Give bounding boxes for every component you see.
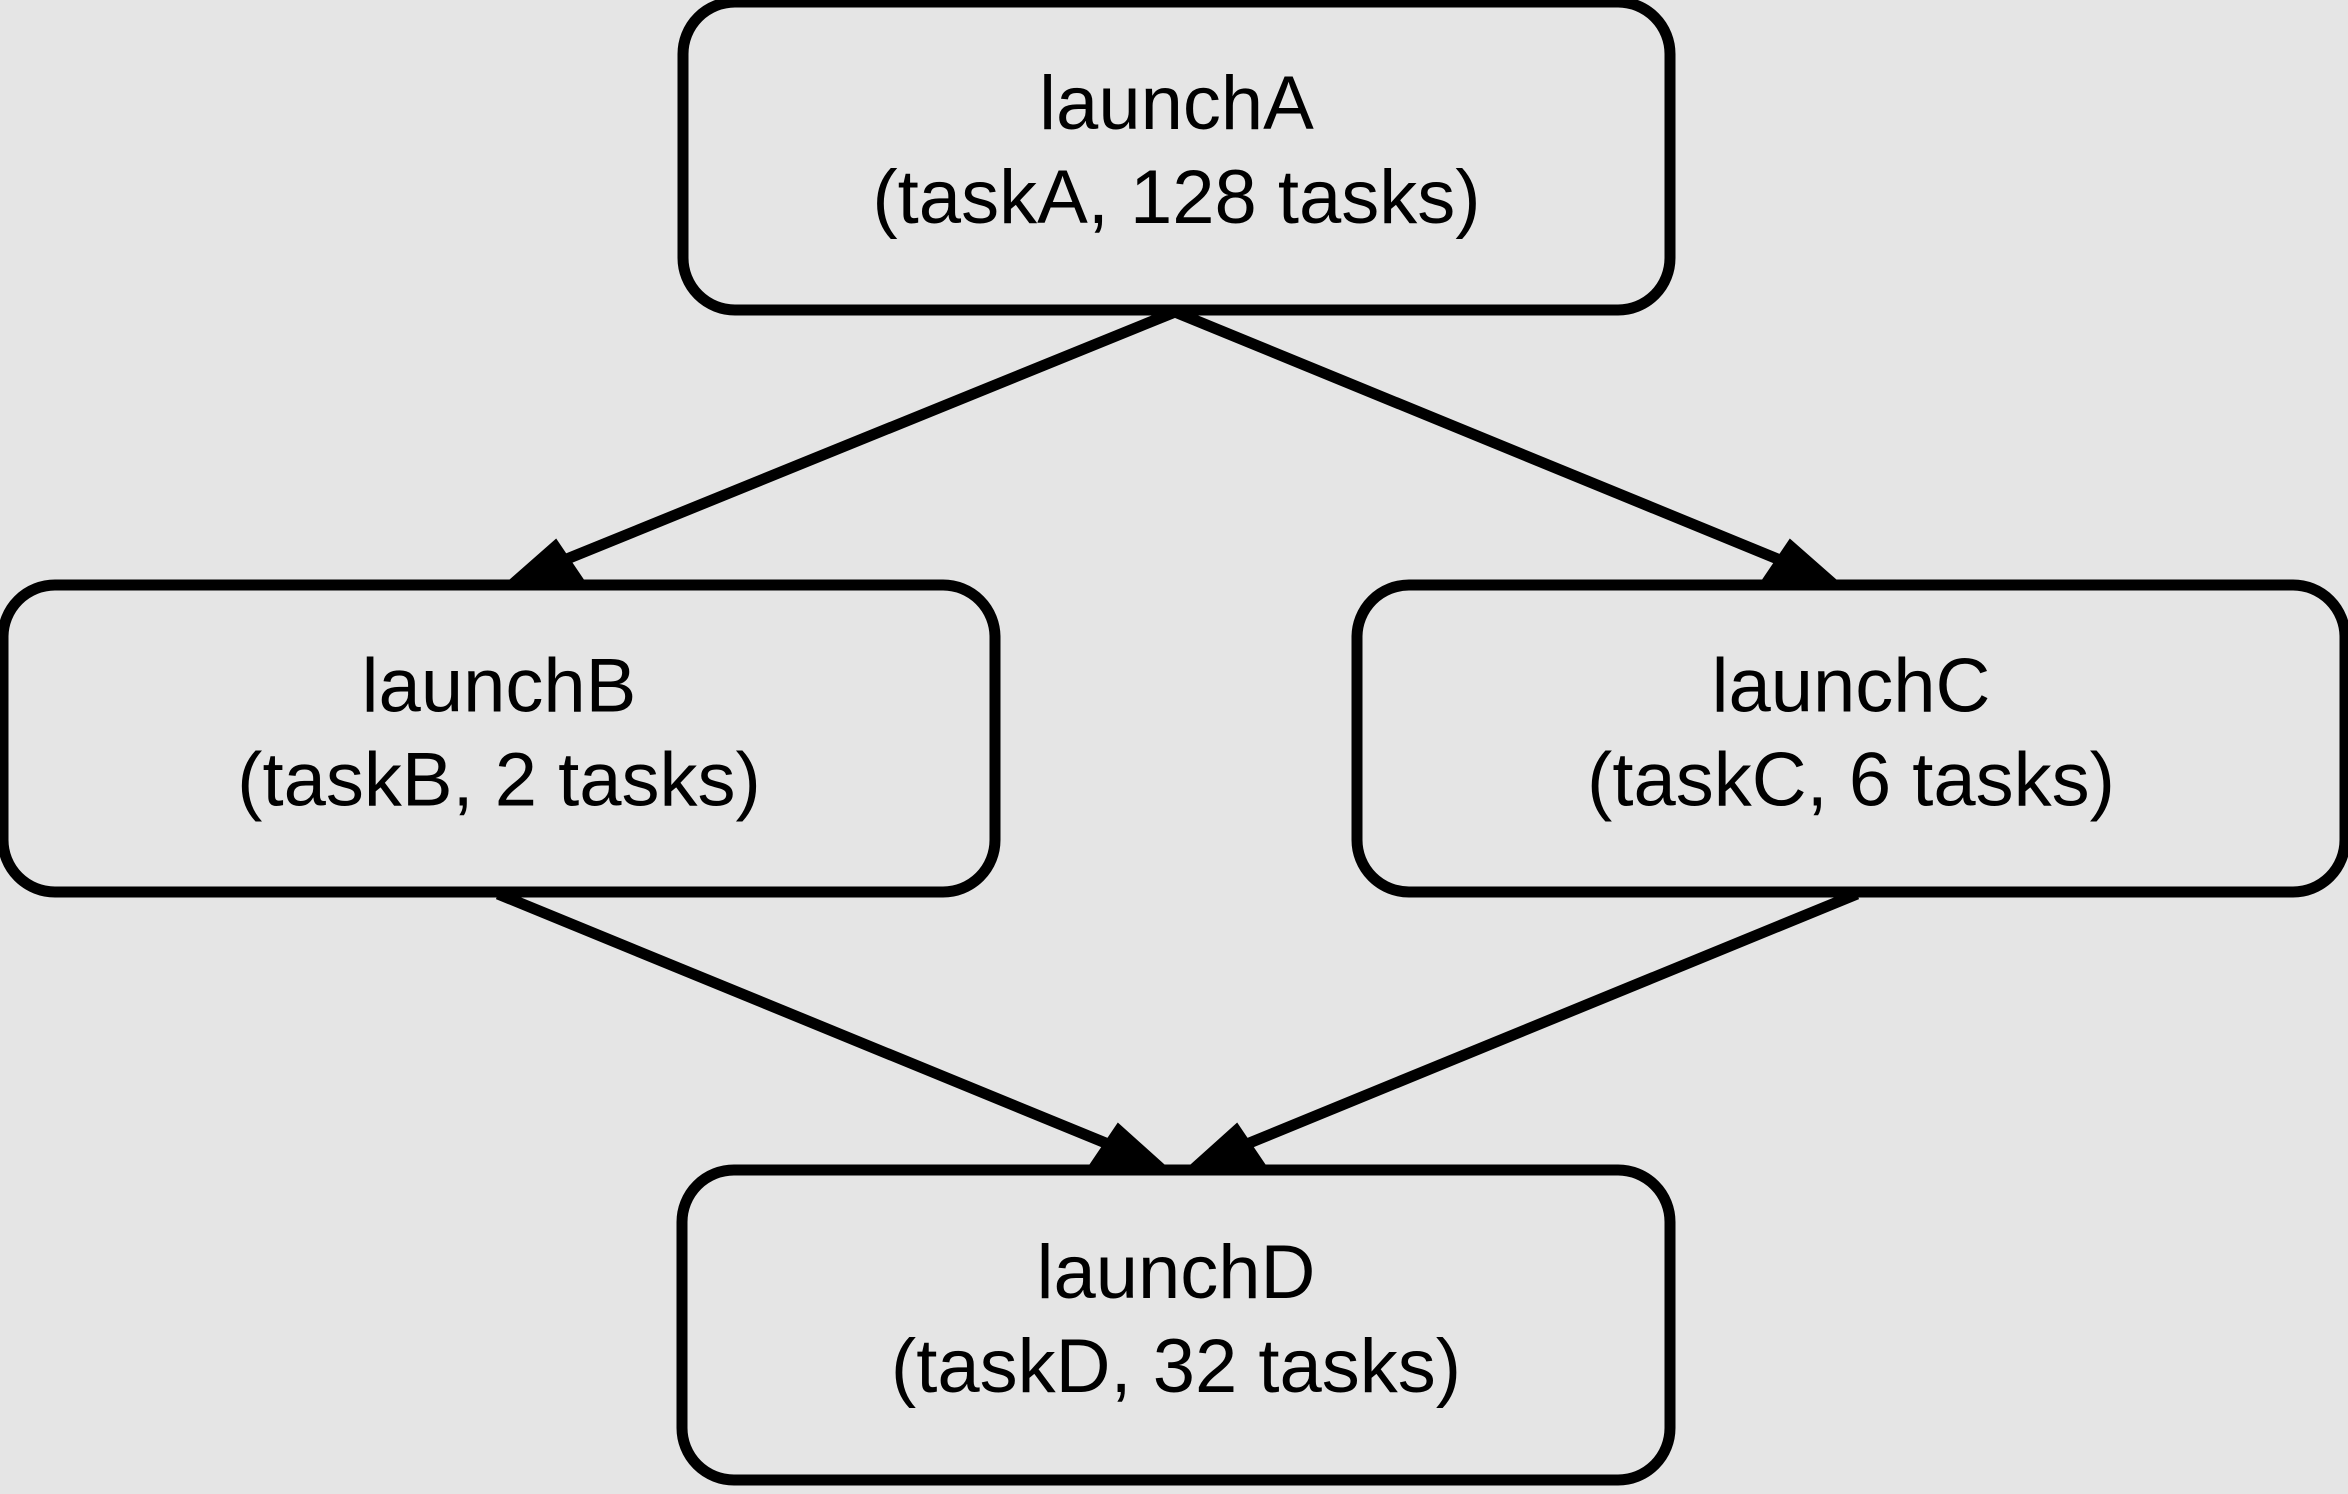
node-shape[interactable] — [1351, 579, 2348, 898]
node-detail: (taskC, 6 tasks) — [1587, 738, 2115, 823]
edge-line — [517, 306, 1178, 584]
edge-launchA-to-launchB — [503, 306, 1178, 586]
arrowhead-icon — [503, 538, 585, 586]
edge-line — [1172, 306, 1827, 584]
edge-launchC-to-launchD — [1184, 888, 1860, 1171]
node-detail: (taskD, 32 tasks) — [891, 1324, 1461, 1409]
node-shape[interactable] — [677, 0, 1676, 316]
node-shape[interactable] — [676, 1164, 1676, 1486]
node-launchD[interactable]: launchD (taskD, 32 tasks) — [676, 1164, 1676, 1486]
node-title: launchA — [1039, 61, 1314, 146]
node-detail: (taskB, 2 tasks) — [237, 738, 761, 823]
arrowhead-icon — [1184, 1122, 1266, 1171]
node-title: launchB — [362, 644, 637, 729]
edge-line — [495, 888, 1155, 1168]
node-detail: (taskA, 128 tasks) — [872, 155, 1480, 240]
arrowhead-icon — [1761, 538, 1843, 586]
edge-launchB-to-launchD — [495, 888, 1171, 1171]
node-launchA[interactable]: launchA (taskA, 128 tasks) — [677, 0, 1676, 316]
node-launchC[interactable]: launchC (taskC, 6 tasks) — [1351, 579, 2348, 898]
node-title: launchC — [1712, 644, 1991, 729]
edge-line — [1200, 888, 1860, 1168]
edge-launchA-to-launchC — [1172, 306, 1843, 586]
node-launchB[interactable]: launchB (taskB, 2 tasks) — [0, 579, 1001, 898]
node-title: launchD — [1037, 1230, 1316, 1315]
node-shape[interactable] — [0, 579, 1001, 898]
arrowhead-icon — [1089, 1122, 1171, 1171]
